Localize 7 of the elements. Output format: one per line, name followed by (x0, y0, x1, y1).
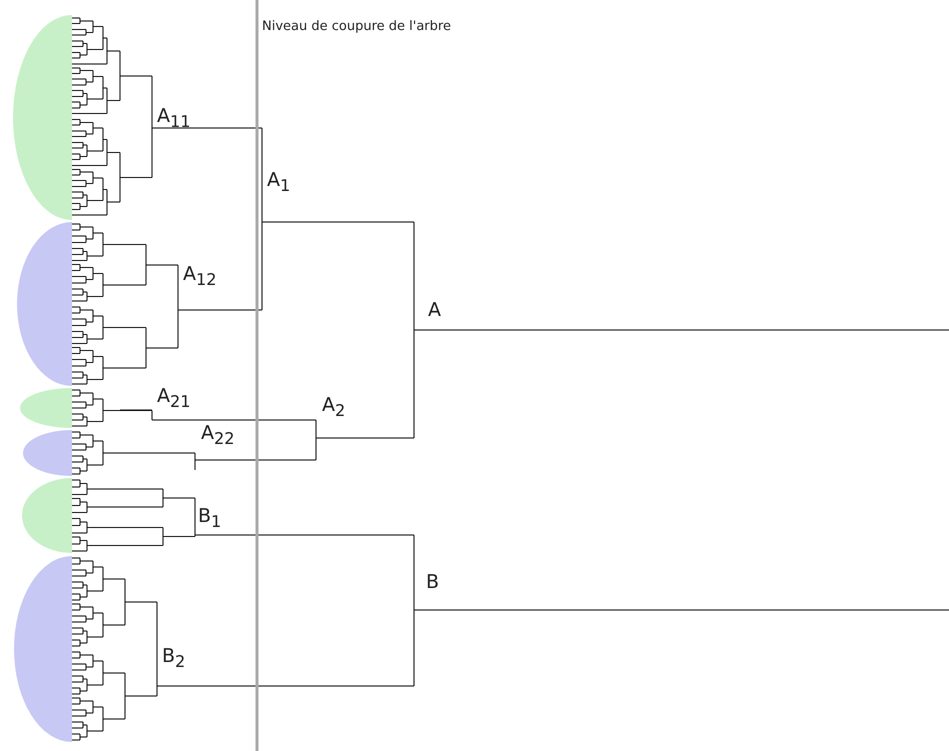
cluster-label: A$_{1}$ (267, 171, 290, 194)
cluster-label: B$_{2}$ (162, 647, 186, 670)
cluster-label: B (426, 573, 440, 592)
cluster-label: B$_{1}$ (198, 507, 222, 530)
cluster-label: A$_{2}$ (322, 396, 346, 419)
cluster-label: A (428, 301, 441, 320)
cut-level-label: Niveau de coupure de l'arbre (262, 20, 451, 33)
